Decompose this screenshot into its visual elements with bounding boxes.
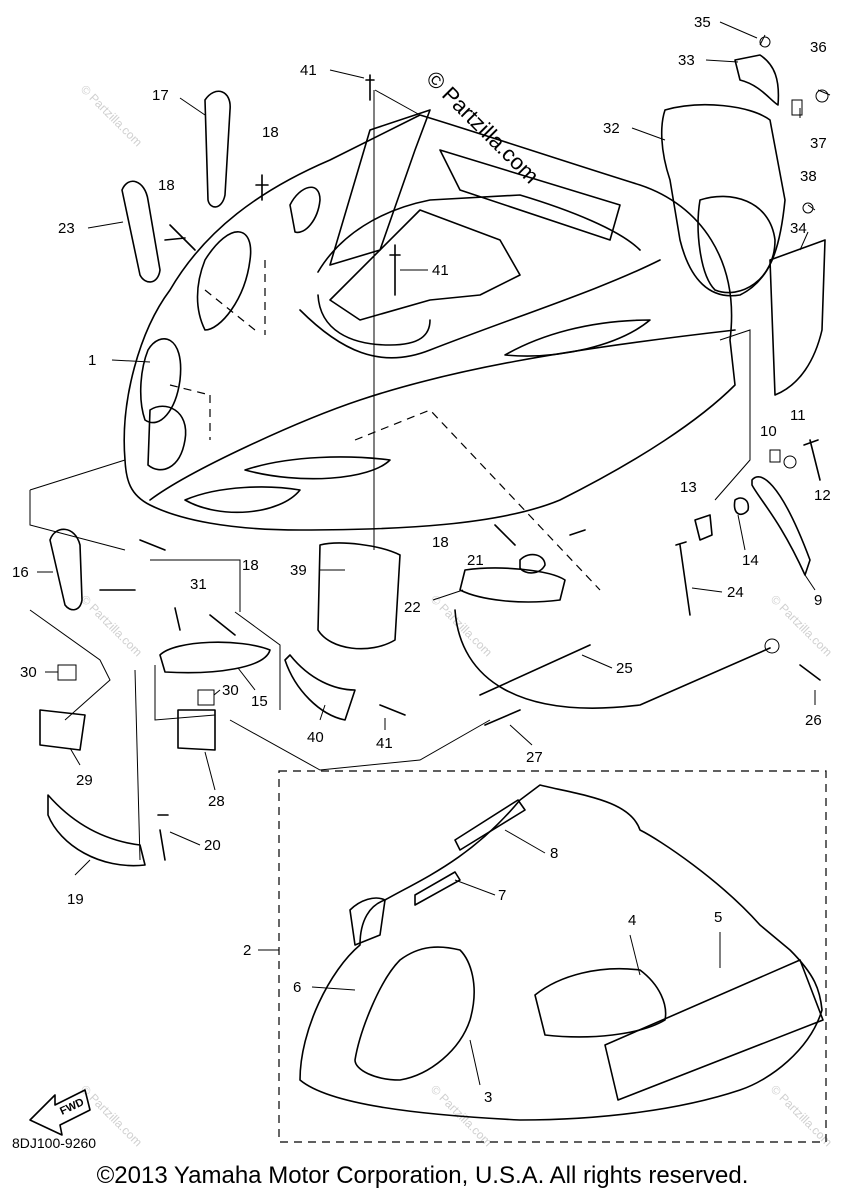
callout-36: 36	[810, 39, 827, 56]
callout-5: 5	[714, 909, 722, 926]
callout-2: 2	[243, 942, 251, 959]
callout-39: 39	[290, 562, 307, 579]
callout-8: 8	[550, 845, 558, 862]
callout-25: 25	[616, 660, 633, 677]
callout-21: 21	[467, 552, 484, 569]
callout-16: 16	[12, 564, 29, 581]
watermark-main: © Partzilla.com	[421, 66, 544, 189]
callout-14: 14	[742, 552, 759, 569]
callout-10: 10	[760, 423, 777, 440]
callout-18c: 18	[242, 557, 259, 574]
callout-17: 17	[152, 87, 169, 104]
callout-3: 3	[484, 1089, 492, 1106]
callout-33: 33	[678, 52, 695, 69]
fwd-arrow-icon: FWD	[29, 1089, 91, 1136]
callouts: 1 2 3 4 5 6 7 8 9 10 11 12 13 14 15 16 1…	[12, 14, 831, 1106]
watermark-layer: © Partzilla.com © Partzilla.com © Partzi…	[78, 66, 835, 1149]
callout-40: 40	[307, 729, 324, 746]
watermark-text: © Partzilla.com	[768, 1082, 835, 1149]
hardware-parts	[29, 74, 821, 861]
callout-32: 32	[603, 120, 620, 137]
callout-1: 1	[88, 352, 96, 369]
callout-18d: 18	[432, 534, 449, 551]
callout-7: 7	[498, 887, 506, 904]
callout-13: 13	[680, 479, 697, 496]
callout-28: 28	[208, 793, 225, 810]
callout-4: 4	[628, 912, 636, 929]
callout-27: 27	[526, 749, 543, 766]
side-cover-assembly	[660, 34, 831, 396]
callout-22: 22	[404, 599, 421, 616]
callout-41b: 41	[432, 262, 449, 279]
callout-30: 30	[20, 664, 37, 681]
callout-35: 35	[694, 14, 711, 31]
callout-15: 15	[251, 693, 268, 710]
callout-26: 26	[805, 712, 822, 729]
callout-24: 24	[727, 584, 744, 601]
callout-12: 12	[814, 487, 831, 504]
hood-assembly	[123, 89, 736, 591]
callout-29: 29	[76, 772, 93, 789]
callout-38: 38	[800, 168, 817, 185]
callout-37: 37	[810, 135, 827, 152]
callout-41c: 41	[376, 735, 393, 752]
callout-19: 19	[67, 891, 84, 908]
callout-6: 6	[293, 979, 301, 996]
callout-11: 11	[790, 407, 806, 424]
diagram-code: 8DJ100-9260	[12, 1135, 97, 1151]
watermark-text: © Partzilla.com	[78, 82, 145, 149]
callout-30b: 30	[222, 682, 239, 699]
copyright-notice: ©2013 Yamaha Motor Corporation, U.S.A. A…	[96, 1162, 749, 1189]
callout-20: 20	[204, 837, 221, 854]
callout-41: 41	[300, 62, 317, 79]
watermark-text: © Partzilla.com	[428, 592, 495, 659]
watermark-text: © Partzilla.com	[78, 592, 145, 659]
callout-34: 34	[790, 220, 807, 237]
vent-grilles	[47, 90, 566, 867]
callout-23: 23	[58, 220, 75, 237]
inset-box	[278, 770, 827, 1143]
callout-18b: 18	[158, 177, 175, 194]
callout-31: 31	[190, 576, 207, 593]
callout-18: 18	[262, 124, 279, 141]
callout-9: 9	[814, 592, 822, 609]
